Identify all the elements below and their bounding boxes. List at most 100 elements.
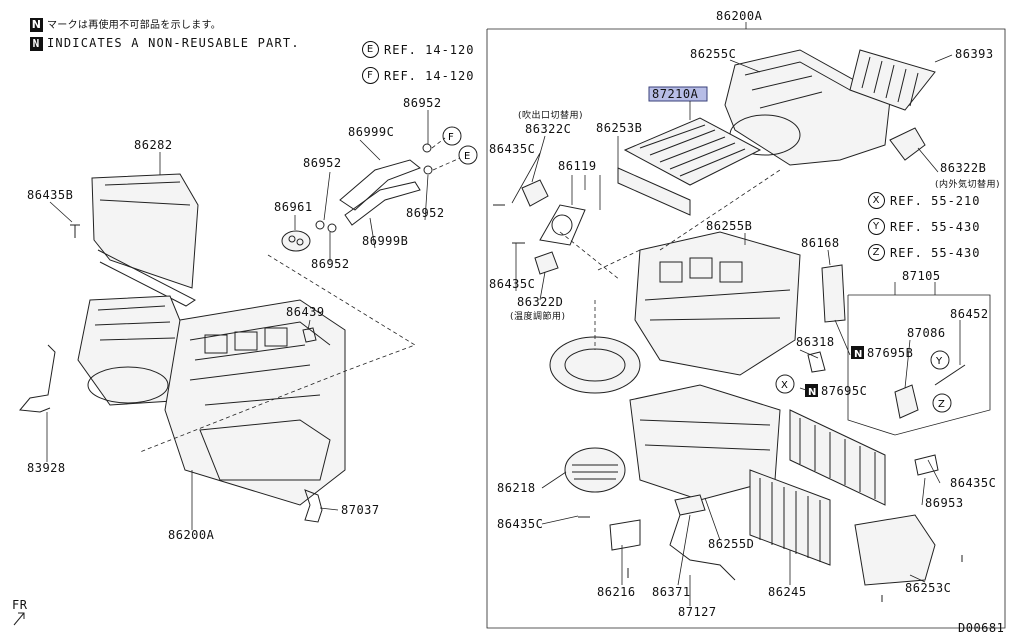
label-86218[interactable]: 86218 [497,481,536,495]
n-badge-87695C-text: N [808,387,816,398]
blower-motor-86218 [564,447,626,493]
non-reusable-badge: N [30,18,43,32]
label-87695B[interactable]: 87695B [867,346,913,360]
note-en-text: INDICATES A NON-REUSABLE PART. [47,36,300,50]
ref-letter-y: Y [868,218,885,235]
actuator-86322D [534,251,559,275]
cover-86253B [617,167,691,216]
sensor-86452 [934,364,966,386]
label-86216[interactable]: 86216 [597,585,636,599]
hose-86999B [344,181,421,226]
label-86245[interactable]: 86245 [768,585,807,599]
label-86952-c[interactable]: 86952 [406,206,445,220]
label-86318[interactable]: 86318 [796,335,835,349]
main-vent-2 [689,257,713,279]
label-86393[interactable]: 86393 [955,47,994,61]
label-86435C-a[interactable]: 86435C [489,142,535,156]
label-87695C[interactable]: 87695C [821,384,867,398]
evaporator-86245 [749,469,831,566]
label-86953[interactable]: 86953 [925,496,964,510]
label-86200A-bottom[interactable]: 86200A [168,528,215,542]
label-86435B[interactable]: 86435B [27,188,73,202]
callout-z-circle [932,393,952,413]
label-86435C-b[interactable]: 86435C [489,277,535,291]
label-86255C[interactable]: 86255C [690,47,736,61]
group-87105-box [847,294,991,436]
label-86961[interactable]: 86961 [274,200,313,214]
non-reusable-badge: N [30,37,43,51]
fr-arrow-icon [13,612,25,626]
label-86200A-top[interactable]: 86200A [716,9,763,23]
label-87105[interactable]: 87105 [902,269,941,283]
label-86253C[interactable]: 86253C [905,581,951,595]
label-86435C-c[interactable]: 86435C [497,517,543,531]
duct-cover-gasket [97,249,196,307]
label-86999B[interactable]: 86999B [362,234,408,248]
label-86952-d[interactable]: 86952 [311,257,350,271]
label-86452[interactable]: 86452 [950,307,989,321]
label-86168[interactable]: 86168 [801,236,840,250]
link-86119-gear [551,214,573,236]
grommet-hole-b [296,238,304,246]
ref-e[interactable]: E REF. 14-120 [362,41,474,58]
label-87210A[interactable]: 87210A [652,87,699,101]
left-vent-3 [264,327,288,347]
clamp-86952-d [327,223,337,233]
label-86435C-d[interactable]: 86435C [950,476,996,490]
label-86952-a[interactable]: 86952 [403,96,442,110]
screw-86435B [70,224,80,238]
actuator-86322B [889,127,926,161]
highlight-87210A-box [648,86,708,102]
ref-letter-e: E [362,41,379,58]
bracket-86216 [609,519,641,551]
label-86322B[interactable]: 86322B [940,161,986,175]
ref-text-z: REF. 55-430 [890,245,981,260]
label-86253B[interactable]: 86253B [596,121,642,135]
blower-motor-fins [572,464,618,480]
label-87086[interactable]: 87086 [907,326,946,340]
grommet-86961 [281,230,311,252]
label-87127[interactable]: 87127 [678,605,717,619]
filter-86393-ribs [861,56,919,107]
callout-e-letter: E [464,151,470,162]
label-86952-b[interactable]: 86952 [303,156,342,170]
callout-x-letter: X [781,380,788,391]
ref-text-e: REF. 14-120 [384,42,475,57]
filter-87210A-ribs [639,124,746,177]
label-86282[interactable]: 86282 [134,138,173,152]
right-assembly-dash [559,169,781,350]
label-86255B[interactable]: 86255B [706,219,752,233]
harness-87127 [669,514,736,581]
right-leaders [511,54,961,606]
label-86371[interactable]: 86371 [652,585,691,599]
label-87037[interactable]: 87037 [341,503,380,517]
label-86322B-note: (内外気切替用) [935,178,1000,190]
callout-z-letter: Z [938,399,945,410]
label-86439[interactable]: 86439 [286,305,325,319]
label-86119[interactable]: 86119 [558,159,597,173]
n-badge-87695C [805,384,818,397]
link-86119 [539,204,586,246]
upper-case-86255C [724,49,891,166]
label-86999C[interactable]: 86999C [348,125,394,139]
label-86322C[interactable]: 86322C [525,122,571,136]
label-86322D[interactable]: 86322D [517,295,563,309]
main-case-86255B [634,231,801,376]
actuator-86322C [521,179,549,207]
resistor-86371 [674,494,706,516]
n-badge-87695B-text: N [854,349,862,360]
label-83928[interactable]: 83928 [27,461,66,475]
note-jp-text: マークは再使用不可部品を示します。 [47,20,222,31]
heater-core [789,409,886,506]
bracket-83928 [19,344,56,413]
left-main-case-ribs [189,321,331,406]
left-blower-grille [94,305,176,341]
left-assembly-dash [139,254,416,453]
label-86255D[interactable]: 86255D [708,537,754,551]
clamp-86952-c [315,220,325,230]
